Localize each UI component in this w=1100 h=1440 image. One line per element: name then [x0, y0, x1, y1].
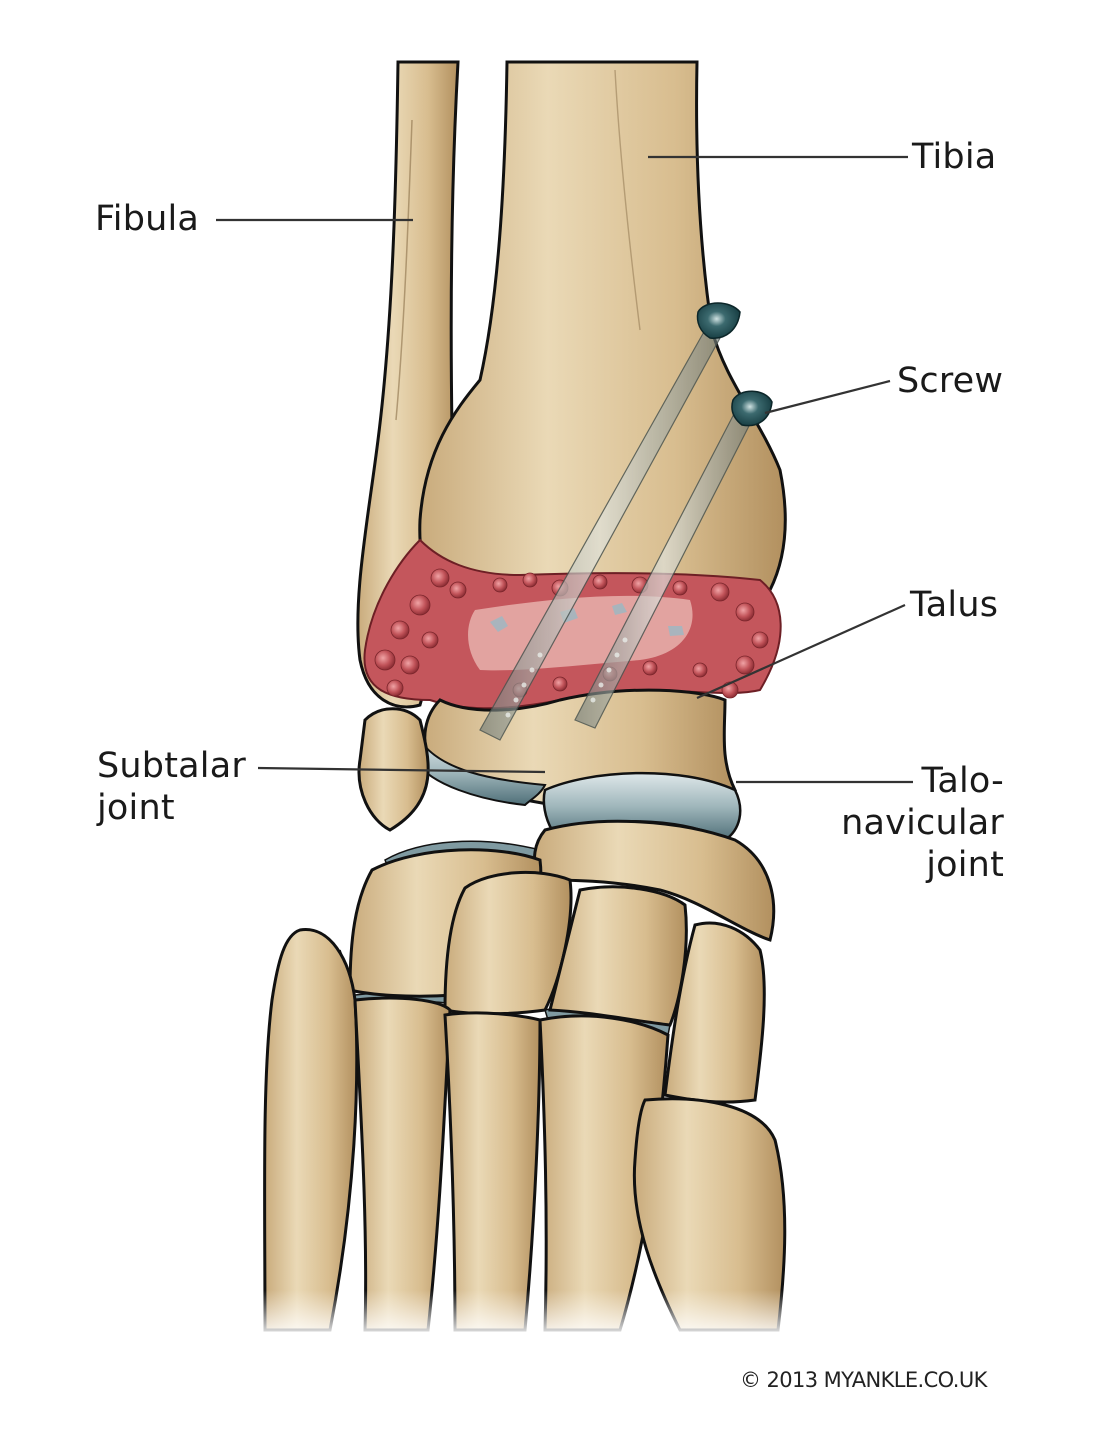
screw-2: [574, 390, 773, 729]
leader-screw: [764, 379, 891, 415]
label-subtalar-line2: joint: [97, 788, 175, 828]
copyright-notice: © 2013 MYANKLE.CO.UK: [740, 1368, 987, 1392]
screws: [479, 302, 773, 741]
leader-subtalar: [257, 766, 546, 774]
label-talonavicular-line3: joint: [926, 845, 1004, 885]
label-talus: Talus: [910, 585, 999, 625]
label-subtalar-line1: Subtalar: [97, 746, 246, 786]
metatarsal-bones: [263, 928, 787, 1332]
label-fibula: Fibula: [95, 199, 200, 239]
leader-talus: [696, 603, 906, 700]
fusion-bone-graft: [363, 538, 782, 710]
label-talonavicular-line2: navicular: [841, 803, 1004, 843]
label-talonavicular-joint: Talo- navicular joint: [841, 760, 1004, 886]
screw-1: [479, 302, 741, 741]
label-tibia: Tibia: [912, 137, 997, 177]
cuneiform-bones: [443, 871, 766, 1104]
label-subtalar-joint: Subtalar joint: [97, 745, 246, 829]
label-screw: Screw: [897, 361, 1004, 401]
label-talonavicular-line1: Talo-: [921, 761, 1004, 801]
leader-lines: [216, 155, 913, 784]
